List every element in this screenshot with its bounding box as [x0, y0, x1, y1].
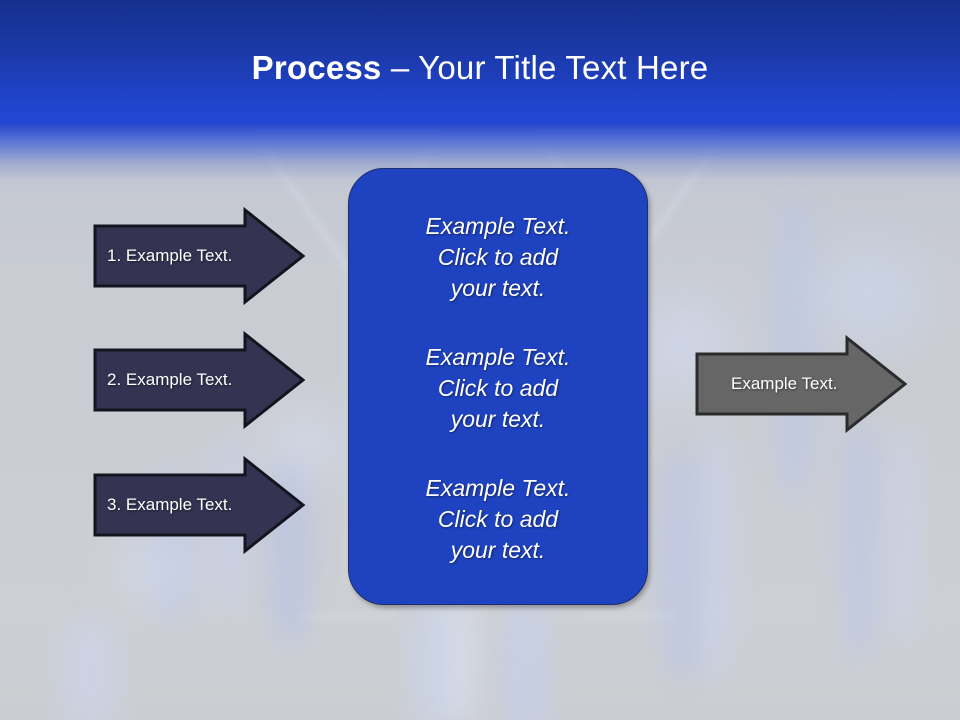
input-arrow-3[interactable]: 3. Example Text. [93, 455, 306, 555]
output-arrow[interactable]: Example Text. [695, 334, 908, 434]
center-box-text-block-3: Example Text. Click to add your text. [425, 475, 571, 563]
bokeh-spot-1 [270, 415, 340, 475]
output-arrow-label: Example Text. [731, 374, 838, 393]
bokeh-column-11 [60, 620, 120, 720]
page-title: Process – Your Title Text Here [0, 48, 960, 88]
input-arrow-1-label: 1. Example Text. [107, 246, 233, 265]
title-band [0, 0, 960, 122]
center-box-text-block-2: Example Text. Click to add your text. [425, 344, 571, 432]
glass-stem-decor [455, 600, 463, 720]
bokeh-spot-4 [120, 540, 190, 595]
input-arrow-1[interactable]: 1. Example Text. [93, 206, 306, 306]
glass-stem-decor-2 [472, 600, 478, 720]
title-rest-part: – Your Title Text Here [381, 49, 709, 86]
center-process-box[interactable]: Example Text. Click to add your text. Ex… [348, 168, 648, 605]
bokeh-column-6 [660, 450, 704, 680]
bokeh-column-7 [700, 430, 734, 680]
input-arrow-3-label: 3. Example Text. [107, 495, 233, 514]
center-box-text-block-1: Example Text. Click to add your text. [425, 213, 571, 301]
bokeh-column-10 [772, 200, 818, 500]
input-arrow-2-label: 2. Example Text. [107, 370, 233, 389]
bokeh-column-8 [840, 420, 880, 660]
title-bold-part: Process [251, 49, 382, 86]
bokeh-column-9 [888, 430, 918, 640]
bokeh-spot-5 [820, 250, 920, 340]
bokeh-column-5 [500, 600, 552, 720]
input-arrow-2[interactable]: 2. Example Text. [93, 330, 306, 430]
